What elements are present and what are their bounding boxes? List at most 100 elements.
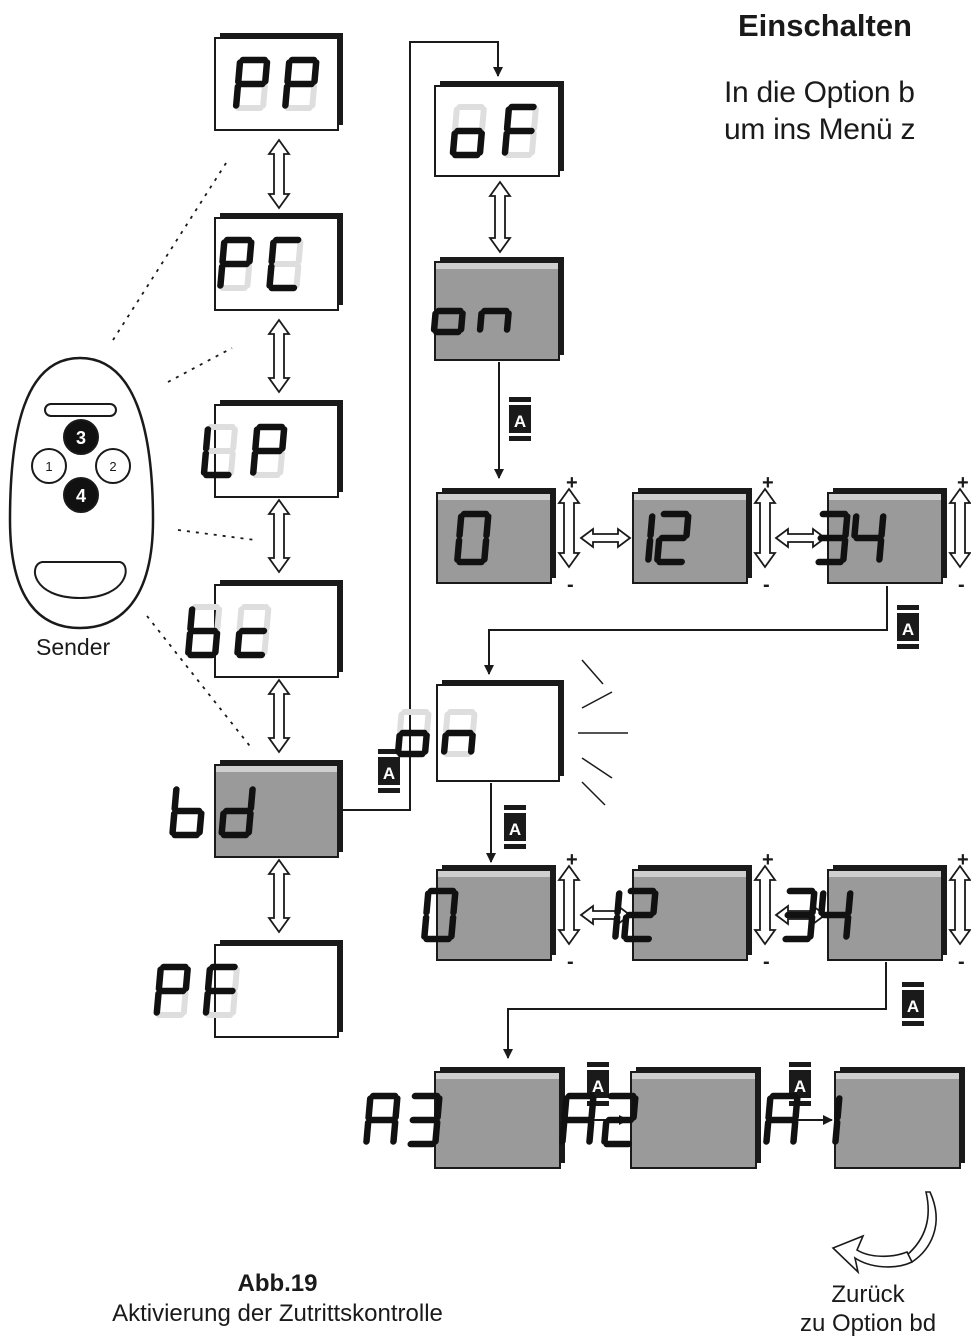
key-label: A [592, 1077, 604, 1096]
display-digit [407, 1092, 443, 1148]
nav-arrow-3 [267, 498, 291, 574]
code2-1 [612, 865, 752, 961]
display-digit [232, 56, 271, 111]
attempt-display-a3 [363, 1067, 565, 1169]
blink-ray-4 [581, 757, 613, 779]
return-arrow-tail [905, 1191, 937, 1264]
page-heading: Einschalten [738, 8, 912, 43]
attempt-display-a1 [763, 1067, 965, 1169]
dotted-pointer-2 [167, 347, 233, 383]
increase-sign: + [566, 849, 578, 871]
display-face [436, 869, 552, 961]
key-body [789, 1070, 811, 1098]
display-face [834, 1071, 961, 1169]
decrease-sign: - [958, 951, 965, 973]
key-label: A [902, 620, 914, 639]
code1-1 [632, 488, 752, 584]
display-face [214, 37, 339, 131]
lit-segments [476, 307, 512, 333]
lit-segments [612, 890, 623, 940]
key-bar-bottom [587, 1101, 609, 1106]
lit-segments [421, 887, 459, 943]
key-body [504, 813, 526, 841]
nav-arrow-4 [267, 678, 291, 754]
display-digit [421, 887, 459, 943]
option-display-pp [214, 33, 343, 131]
lit-segments [501, 103, 537, 156]
nav-arrow-1 [267, 138, 291, 210]
lit-segments [832, 1095, 843, 1145]
display-face [434, 1071, 561, 1169]
lit-segments [449, 127, 485, 159]
code2-to-attempts-line [503, 962, 887, 1059]
lit-segments [266, 236, 302, 292]
increase-sign: + [957, 472, 969, 494]
return-arrow-head [831, 1234, 914, 1275]
decrease-sign: - [567, 574, 574, 596]
lit-segments [363, 1092, 401, 1145]
figure-caption: Abb.19 Aktivierung der Zutrittskontrolle [40, 1269, 515, 1329]
lit-segments [200, 426, 232, 479]
display-digit [832, 1095, 843, 1145]
display-digit [851, 513, 887, 563]
display-digit [559, 1092, 597, 1145]
display-gloss [216, 766, 337, 772]
display-digit [234, 604, 272, 659]
display-digit [202, 963, 240, 1018]
lit-segments [217, 236, 255, 289]
lit-segments [232, 56, 271, 109]
display-digit [612, 890, 623, 940]
key-bar-top [378, 749, 400, 754]
display-gloss [836, 1073, 959, 1079]
remote-led-slot [44, 403, 117, 417]
return-note-line-2: zu Option bd [799, 1310, 937, 1337]
key-label: A [509, 820, 521, 839]
option-display-bd [169, 760, 343, 858]
display-digit [200, 424, 238, 479]
decrease-sign: - [763, 574, 770, 596]
code1-adjust-arrow-2 [948, 487, 971, 569]
key-label: A [907, 997, 919, 1016]
display-digit [217, 236, 255, 291]
option-display-bc [185, 580, 343, 678]
key-body [902, 990, 924, 1018]
key-a-code2: A [902, 982, 924, 1026]
display-digit [169, 786, 205, 839]
figure-title: Aktivierung der Zutrittskontrolle [112, 1300, 443, 1327]
display-digit [394, 709, 432, 758]
remote-pointer-lines [112, 159, 256, 751]
key-label: A [383, 764, 395, 783]
return-note-line-1: Zurück [831, 1281, 905, 1308]
key-bar-top [789, 1062, 811, 1067]
key-a-code1: A [897, 605, 919, 649]
off-display [434, 81, 564, 177]
lit-segments [763, 1092, 801, 1145]
sender-label: Sender [36, 634, 111, 660]
remote-button-3 [63, 419, 99, 455]
display-gloss [438, 871, 550, 877]
display-digit [266, 236, 304, 292]
nav-arrow-2 [267, 318, 291, 394]
remote-large-button [33, 561, 127, 600]
key-a-bd: A [378, 749, 400, 793]
dotted-pointer-1 [112, 159, 229, 341]
lit-segments [202, 963, 238, 1016]
key-a-a3: A [587, 1062, 609, 1106]
display-digit [645, 513, 656, 563]
return-note: Zurück zu Option bd [778, 1280, 958, 1338]
code2-adjust-arrow-2 [948, 864, 971, 946]
lit-segments [250, 423, 288, 476]
increase-sign: + [762, 472, 774, 494]
figure-number: Abb.19 [237, 1270, 318, 1297]
remote-button-1 [31, 448, 67, 484]
seven-segment-displays [153, 33, 965, 1169]
display-gloss [634, 494, 746, 500]
code2-0 [421, 865, 556, 961]
display-gloss [634, 871, 746, 877]
option-display-pc [214, 213, 343, 311]
display-digit [218, 786, 256, 839]
display-digit [501, 103, 539, 158]
display-gloss [436, 263, 558, 269]
